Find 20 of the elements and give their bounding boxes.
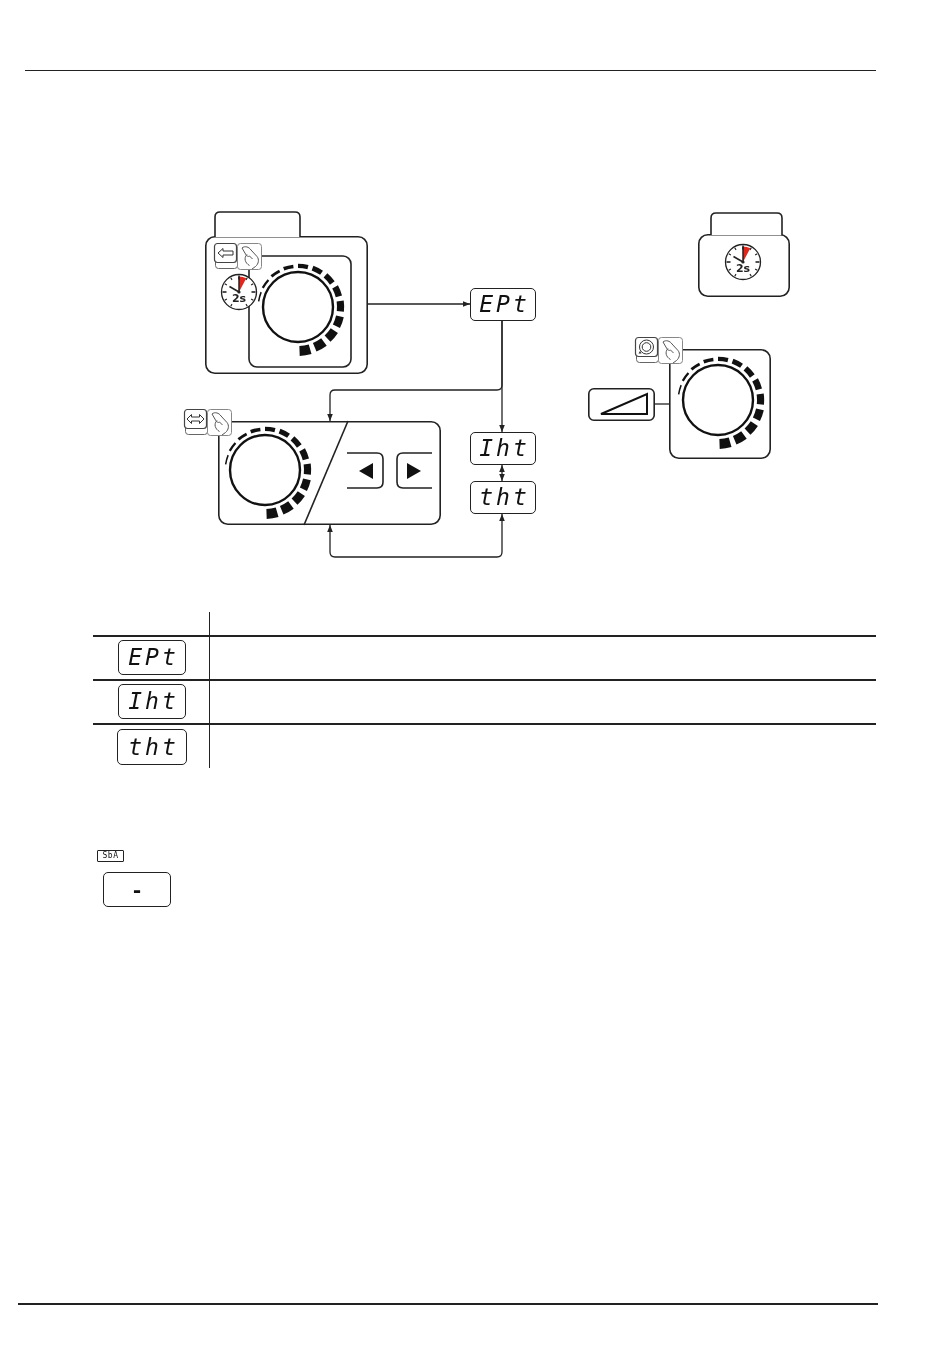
control-panel (669, 349, 771, 459)
duration-label: 2s (734, 263, 752, 275)
segment-display: - (103, 872, 171, 907)
ramp-key (588, 388, 655, 421)
segment-display: Iht (470, 432, 536, 465)
double-headed-arrow (499, 464, 505, 482)
segment-display: tht (117, 729, 187, 765)
double-headed-arrow (327, 513, 505, 558)
duration-label: 2s (230, 293, 248, 305)
connector-line (654, 403, 670, 405)
segment-display: EPt (470, 288, 536, 321)
arrow (327, 320, 503, 422)
control-panel (205, 211, 368, 374)
segment-display: EPt (118, 640, 186, 675)
segment-display: tht (470, 481, 536, 514)
control-panel (698, 212, 790, 297)
control-panel (218, 421, 441, 525)
parameter-code: SbA (97, 850, 124, 862)
segment-display: Iht (118, 684, 186, 719)
arrow (367, 301, 471, 307)
